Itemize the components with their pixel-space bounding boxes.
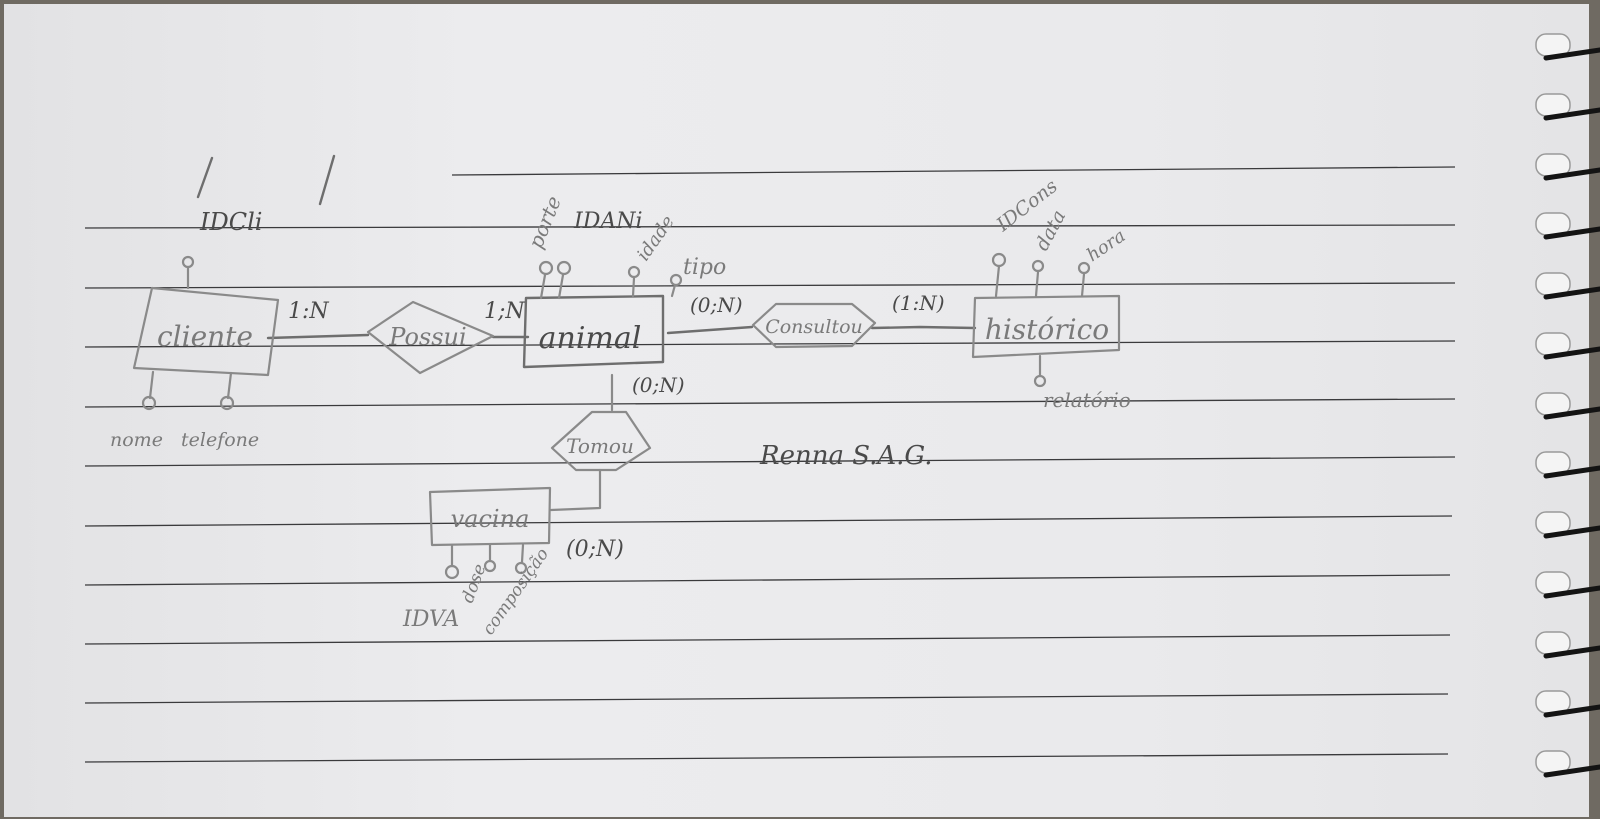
entity-animal-attributes: porte IDANi idade tipo (523, 193, 726, 300)
entity-vacina-attributes: IDVA dose composição (402, 543, 553, 639)
attr-cliente-id: IDCli (199, 208, 262, 236)
cardinality-consultou-historico: (1:N) (892, 291, 945, 315)
attr-animal-porte: porte (523, 193, 566, 252)
entity-vacina: vacina (428, 486, 552, 547)
attr-animal-id: IDANi (573, 209, 643, 234)
entity-historico-label: histórico (985, 313, 1109, 346)
stray-marks (196, 154, 336, 206)
cardinality-cliente-possui: 1:N (288, 299, 329, 324)
relationship-possui-label: Possui (388, 323, 466, 351)
notebook-page (4, 4, 1589, 817)
ruled-lines (84, 166, 1456, 763)
cardinalities: 1:N 1;N (0;N) (1:N) (0;N) (0;N) (288, 291, 945, 562)
relationship-tomou-label: Tomou (566, 434, 634, 458)
entity-historico-attributes: IDCons data hora relatório (992, 175, 1131, 412)
attr-historico-data: data (1031, 207, 1070, 255)
cardinality-tomou-vacina: (0;N) (566, 537, 624, 562)
author-signature: Renna S.A.G. (759, 441, 933, 471)
entity-animal-label: animal (539, 321, 642, 356)
entity-animal: animal (522, 294, 665, 369)
entity-historico: histórico (971, 294, 1121, 359)
entity-cliente-label: cliente (157, 320, 253, 353)
attr-historico-relatorio: relatório (1043, 388, 1131, 412)
cardinality-possui-animal: 1;N (484, 299, 525, 324)
entity-cliente-attributes: IDCli nome telefone (110, 208, 262, 451)
entity-vacina-label: vacina (451, 505, 530, 533)
attr-vacina-id: IDVA (402, 607, 459, 632)
attr-animal-tipo: tipo (683, 255, 726, 280)
spiral-binding (1535, 33, 1600, 778)
cardinality-animal-tomou: (0;N) (632, 373, 685, 397)
attr-historico-hora: hora (1083, 225, 1129, 266)
attr-vacina-dose: dose (458, 561, 490, 605)
entity-cliente: cliente (132, 286, 280, 377)
relationship-consultou-label: Consultou (765, 316, 863, 338)
relationship-possui: Possui (366, 300, 495, 375)
relationship-tomou: Tomou (550, 410, 652, 472)
cardinality-animal-consultou: (0;N) (690, 293, 743, 317)
connector-lines (266, 325, 977, 512)
relationship-consultou: Consultou (751, 302, 877, 349)
attr-cliente-telefone: telefone (181, 429, 259, 451)
attr-cliente-nome: nome (110, 429, 163, 451)
